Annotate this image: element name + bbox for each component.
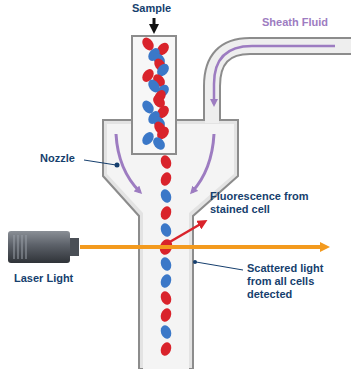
- laser-lens: [70, 238, 79, 256]
- leader-dot: [115, 163, 120, 168]
- fluorescence-arrow: [168, 222, 204, 243]
- leader-line: [84, 160, 116, 165]
- sheath-flow-arrow: [192, 134, 214, 192]
- stained-cell: [159, 290, 173, 307]
- fluorescence-label: Fluorescence from stained cell: [210, 190, 314, 216]
- scatter-label: Scattered light from all cells detected: [247, 262, 343, 302]
- sheath-flow-arrow: [116, 134, 140, 192]
- sheath-flow-arrow: [214, 46, 335, 104]
- stained-cell: [159, 205, 173, 222]
- stained-cell: [159, 307, 173, 324]
- sheath-pipe-inner: [212, 46, 351, 126]
- laser-label: Laser Light: [14, 272, 73, 285]
- stained-cell: [159, 154, 173, 171]
- leader-dot: [193, 260, 197, 264]
- unstained-cell: [159, 256, 173, 273]
- unstained-cell: [159, 273, 173, 290]
- cells: [140, 35, 174, 357]
- laser-beam: [80, 245, 326, 249]
- sheath-fluid-label: Sheath Fluid: [262, 16, 328, 29]
- unstained-cell: [140, 130, 156, 147]
- nozzle-label: Nozzle: [40, 152, 75, 165]
- laser-body: [8, 231, 70, 263]
- unstained-cell: [151, 135, 168, 152]
- stained-cell: [159, 171, 173, 188]
- sample-tube: [132, 36, 176, 154]
- pipe-joint: [205, 119, 219, 123]
- unstained-cell: [159, 222, 173, 239]
- sample-label: Sample: [132, 2, 171, 15]
- leader-line: [196, 262, 243, 270]
- stained-cell: [159, 341, 173, 358]
- sheath-pipe: [212, 46, 351, 124]
- laser-ribs: [14, 235, 26, 259]
- sample-arrow: [153, 18, 156, 30]
- unstained-cell: [159, 324, 173, 341]
- unstained-cell: [159, 188, 173, 205]
- nozzle-body: [103, 120, 238, 369]
